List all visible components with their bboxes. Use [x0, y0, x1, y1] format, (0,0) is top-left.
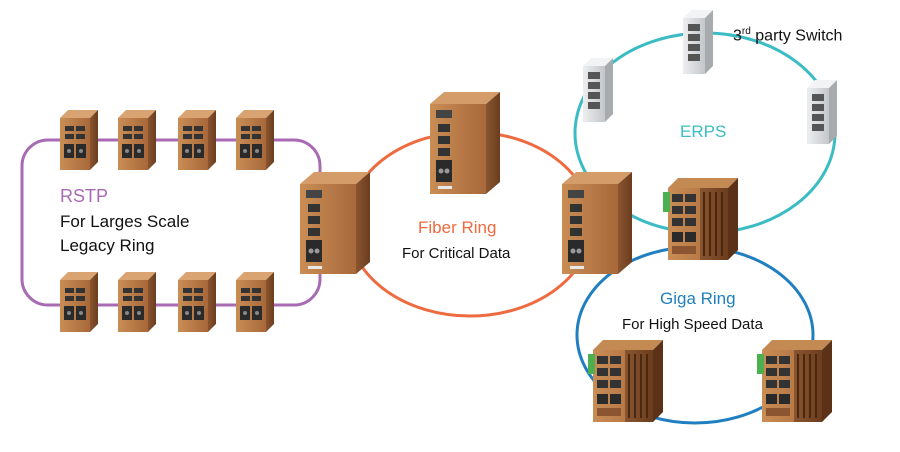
industrial-fiber-switch-icon	[562, 172, 632, 274]
erps-title: ERPS	[680, 122, 727, 141]
industrial-managed-switch-icon	[662, 177, 739, 261]
industrial-din-rail-switch-icon	[60, 110, 98, 170]
industrial-din-rail-switch-icon	[178, 110, 216, 170]
industrial-fiber-switch-icon	[300, 172, 370, 274]
giga-ring-subtitle: For High Speed Data	[622, 316, 763, 333]
industrial-managed-switch-icon	[756, 339, 833, 423]
third-party-switch-icon	[683, 10, 713, 74]
fiber-ring-title: Fiber Ring	[418, 218, 497, 237]
third-party-switch-icon	[807, 80, 837, 144]
industrial-din-rail-switch-icon	[118, 272, 156, 332]
third-party-switch-label: 3rd party Switch	[733, 26, 842, 45]
rstp-description-line1: For Larges Scale	[60, 212, 190, 231]
industrial-din-rail-switch-icon	[118, 110, 156, 170]
third-party-ordinal: 3	[733, 27, 742, 45]
fiber-ring-subtitle: For Critical Data	[402, 245, 511, 262]
third-party-switch-icon	[583, 58, 613, 122]
industrial-din-rail-switch-icon	[60, 272, 98, 332]
industrial-din-rail-switch-icon	[178, 272, 216, 332]
industrial-managed-switch-icon	[587, 339, 664, 423]
third-party-text: party Switch	[755, 27, 843, 45]
industrial-din-rail-switch-icon	[236, 272, 274, 332]
third-party-ordinal-suffix: rd	[741, 26, 751, 37]
rstp-title: RSTP	[60, 186, 109, 206]
giga-ring-title: Giga Ring	[660, 289, 736, 308]
rstp-description-line2: Legacy Ring	[60, 236, 155, 255]
industrial-fiber-switch-icon	[430, 92, 500, 194]
industrial-din-rail-switch-icon	[236, 110, 274, 170]
